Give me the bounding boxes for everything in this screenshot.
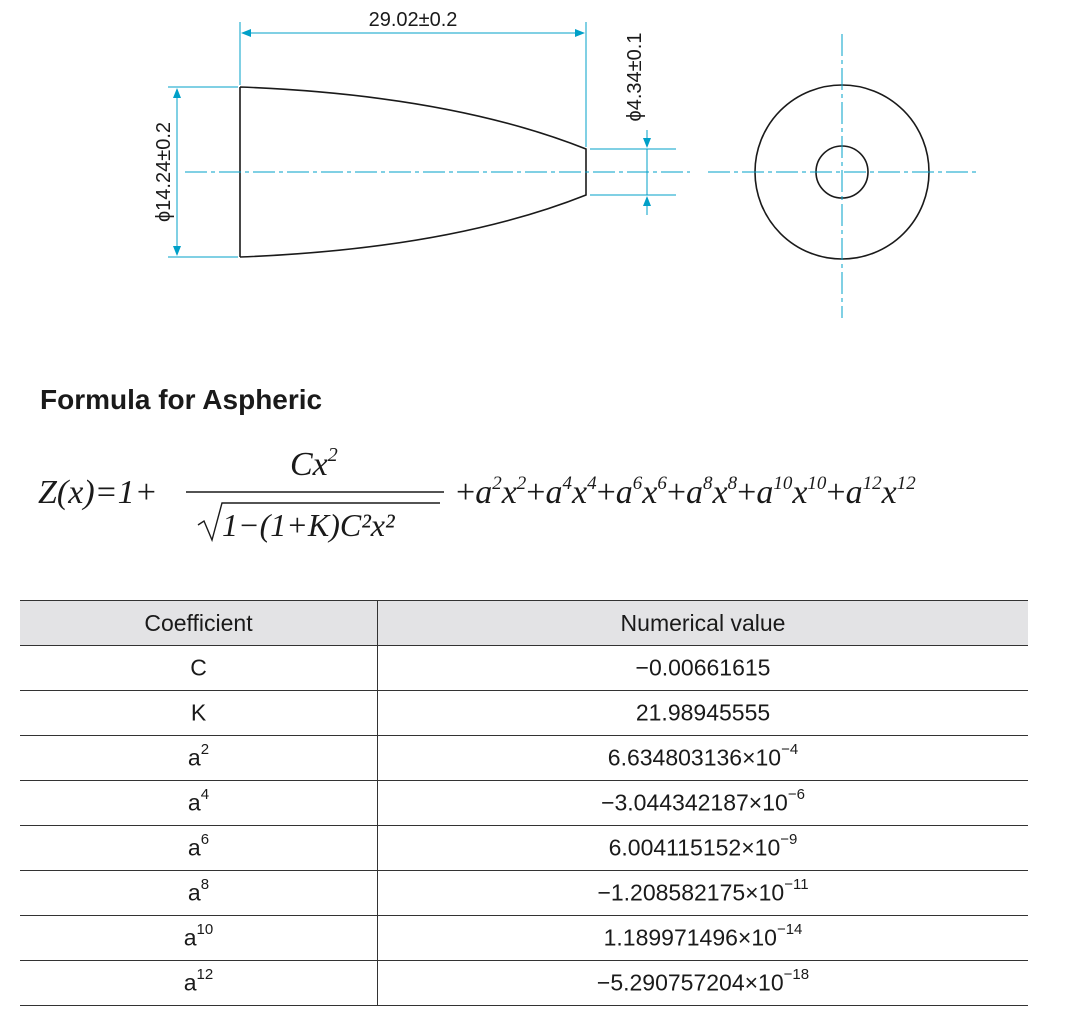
table-row: K 21.98945555 bbox=[20, 690, 1028, 736]
table-row: a2 6.634803136×10−4 bbox=[20, 735, 1028, 781]
outer-diameter-label: ϕ14.24±0.2 bbox=[153, 122, 175, 222]
section-title: Formula for Aspheric bbox=[40, 384, 323, 415]
coef-cell: a12 bbox=[20, 960, 378, 1006]
value-cell: −1.208582175×10−11 bbox=[377, 870, 1028, 916]
coef-cell: a6 bbox=[20, 825, 378, 871]
table-row: a6 6.004115152×10−9 bbox=[20, 825, 1028, 871]
length-dimension-label: 29.02±0.2 bbox=[369, 9, 458, 31]
table-row: a10 1.189971496×10−14 bbox=[20, 915, 1028, 961]
sqrt-sign bbox=[197, 502, 440, 543]
formula-numerator: Cx2 bbox=[290, 444, 338, 483]
coefficient-table: Coefficient Numerical value C −0.0066161… bbox=[20, 600, 1028, 1006]
table-row: C −0.00661615 bbox=[20, 645, 1028, 691]
formula-lhs: Z(x)=1+ bbox=[38, 474, 158, 511]
value-cell: 21.98945555 bbox=[377, 690, 1028, 736]
inner-diameter-label: ϕ4.34±0.1 bbox=[624, 33, 646, 122]
value-cell: 1.189971496×10−14 bbox=[377, 915, 1028, 961]
formula-denominator: 1−(1+K)C²x² bbox=[222, 507, 396, 543]
header-numerical-value: Numerical value bbox=[377, 600, 1028, 646]
coef-cell: a10 bbox=[20, 915, 378, 961]
table-row: a8 −1.208582175×10−11 bbox=[20, 870, 1028, 916]
value-cell: −5.290757204×10−18 bbox=[377, 960, 1028, 1006]
coef-cell: C bbox=[20, 645, 378, 691]
table-header-row: Coefficient Numerical value bbox=[20, 600, 1028, 646]
value-cell: 6.004115152×10−9 bbox=[377, 825, 1028, 871]
lens-technical-drawing: 29.02±0.2 ϕ14.24±0.2 ϕ4.34±0.1 bbox=[153, 9, 980, 318]
table-row: a12 −5.290757204×10−18 bbox=[20, 960, 1028, 1006]
coef-cell: a2 bbox=[20, 735, 378, 781]
value-cell: −0.00661615 bbox=[377, 645, 1028, 691]
coef-cell: K bbox=[20, 690, 378, 736]
coef-cell: a8 bbox=[20, 870, 378, 916]
value-cell: −3.044342187×10−6 bbox=[377, 780, 1028, 826]
table-row: a4 −3.044342187×10−6 bbox=[20, 780, 1028, 826]
formula-series: +a2x2+a4x4+a6x6+a8x8+a10x10+a12x12 bbox=[456, 473, 916, 511]
header-coefficient: Coefficient bbox=[20, 600, 378, 646]
aspheric-formula: Z(x)=1+ Cx2 1−(1+K)C²x² +a2x2+a4x4+a6x6+… bbox=[38, 444, 916, 543]
value-cell: 6.634803136×10−4 bbox=[377, 735, 1028, 781]
coef-cell: a4 bbox=[20, 780, 378, 826]
